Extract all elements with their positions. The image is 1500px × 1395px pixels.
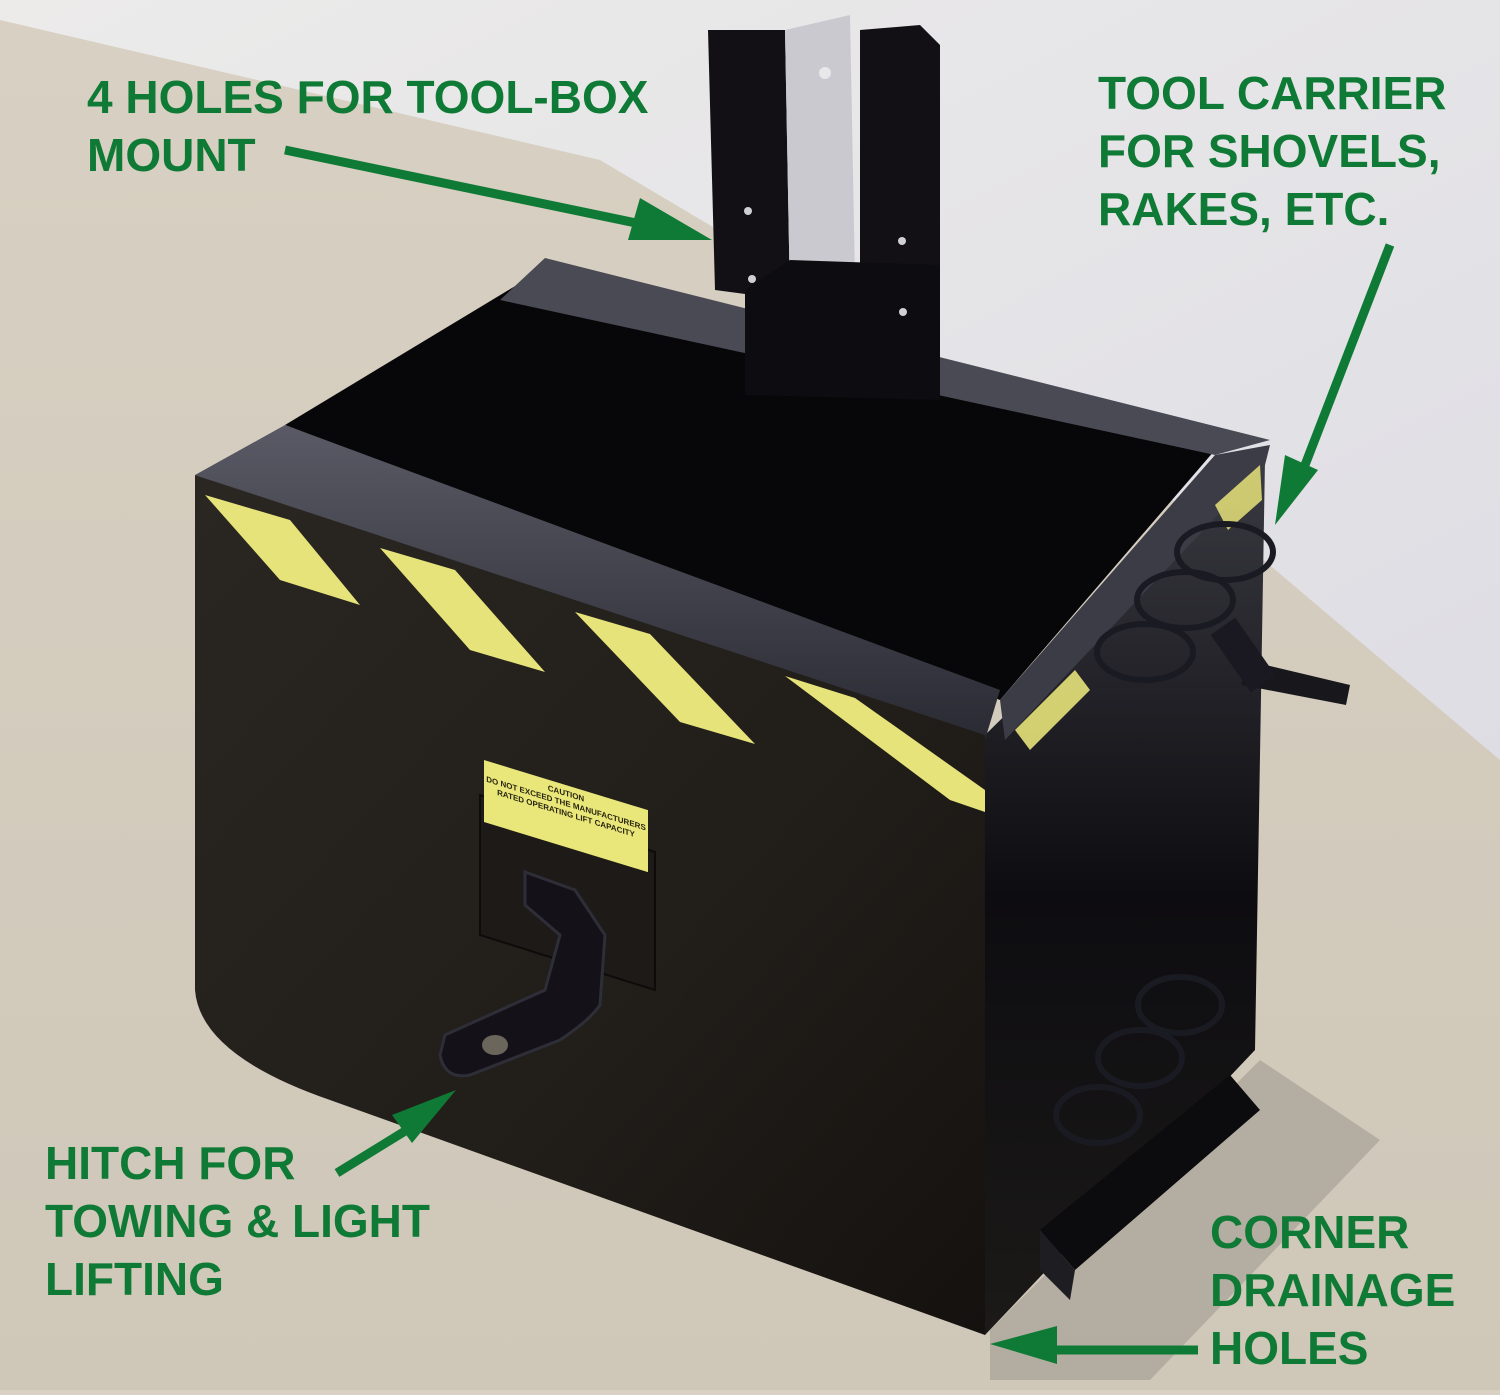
wall xyxy=(0,0,1500,760)
annotation-line: FOR SHOVELS, xyxy=(1098,125,1441,177)
annotation-line: HOLES xyxy=(1210,1322,1369,1374)
box-front-rim xyxy=(195,425,1000,740)
tool-carrier-rings-lower xyxy=(1053,974,1225,1146)
annotation-line: MOUNT xyxy=(87,129,256,181)
mount-bracket xyxy=(708,15,940,400)
bottom-mount-plate-edge xyxy=(1040,1230,1075,1300)
annotation-line: 4 HOLES FOR TOOL-BOX xyxy=(87,71,649,123)
annotation-line: CORNER xyxy=(1210,1206,1410,1258)
annotation-hitch: HITCH FOR TOWING & LIGHT LIFTING xyxy=(45,1134,430,1308)
annotation-line: RAKES, ETC. xyxy=(1098,183,1390,235)
annotation-line: DRAINAGE xyxy=(1210,1264,1456,1316)
box-shadow xyxy=(990,1060,1380,1380)
arrow-down-left-icon xyxy=(1275,243,1395,525)
arrow-up-right-icon xyxy=(334,1090,456,1177)
box-interior xyxy=(285,268,1215,700)
annotation-tool-carrier: TOOL CARRIER FOR SHOVELS, RAKES, ETC. xyxy=(1098,64,1446,238)
hitch xyxy=(438,869,607,1078)
annotation-line: TOOL CARRIER xyxy=(1098,67,1447,119)
annotation-arrows xyxy=(284,145,1395,1364)
annotation-mount-holes: 4 HOLES FOR TOOL-BOX MOUNT xyxy=(87,68,648,184)
hazard-stripes xyxy=(205,465,1262,812)
tool-carrier-rings-upper xyxy=(1094,521,1276,683)
box-side-rim xyxy=(1000,445,1270,740)
arrow-right-down-icon xyxy=(284,145,712,240)
tool-carrier-pin xyxy=(1210,617,1350,705)
bottom-mount-plate xyxy=(1040,1075,1260,1270)
annotation-line: LIFTING xyxy=(45,1253,224,1305)
arrow-left-icon xyxy=(990,1326,1198,1364)
hitch-hole xyxy=(482,1035,508,1055)
annotation-line: HITCH FOR xyxy=(45,1137,296,1189)
annotation-line: TOWING & LIGHT xyxy=(45,1195,431,1247)
annotation-drainage: CORNER DRAINAGE HOLES xyxy=(1210,1203,1455,1377)
